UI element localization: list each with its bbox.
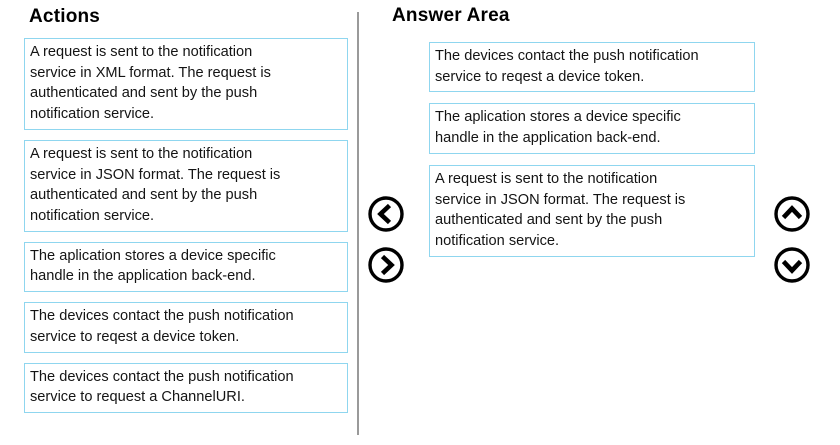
circle-chevron-left-icon	[368, 196, 404, 232]
move-down-button[interactable]	[773, 246, 811, 284]
action-line: The devices contact the push notificatio…	[30, 368, 294, 385]
action-item-store-handle[interactable]: The aplication stores a device specific …	[24, 241, 348, 293]
move-right-button[interactable]	[367, 246, 405, 284]
action-line: A request is sent to the notification	[30, 44, 253, 60]
answer-line: handle in the application back-end.	[435, 130, 661, 147]
circle-chevron-right-icon	[368, 247, 404, 283]
action-item-device-token[interactable]: The devices contact the push notificatio…	[24, 302, 348, 353]
action-line: A request is sent to the notification	[30, 145, 253, 162]
actions-list: A request is sent to the notification se…	[24, 38, 348, 414]
answer-line: notification service.	[435, 233, 560, 250]
action-item-json-request[interactable]: A request is sent to the notification se…	[24, 139, 348, 232]
action-line: authenticated and sent by the push	[30, 187, 258, 204]
action-line: service to reqest a device token.	[30, 328, 240, 345]
answer-item-json-request[interactable]: A request is sent to the notification se…	[429, 164, 755, 257]
action-line: service to request a ChannelURI.	[30, 389, 245, 406]
move-up-button[interactable]	[773, 195, 811, 233]
action-item-channeluri[interactable]: The devices contact the push notificatio…	[24, 362, 348, 414]
answer-line: service to reqest a device token.	[435, 68, 645, 85]
action-line: The devices contact the push notificatio…	[30, 308, 294, 325]
answer-line: The devices contact the push notificatio…	[435, 48, 699, 64]
action-line: service in XML format. The request is	[30, 64, 271, 81]
move-left-button[interactable]	[367, 195, 405, 233]
answer-line: The aplication stores a device specific	[435, 109, 681, 126]
answer-line: A request is sent to the notification	[435, 170, 658, 187]
action-line: service in JSON format. The request is	[30, 166, 281, 183]
circle-chevron-up-icon	[774, 196, 810, 232]
answer-item-store-handle[interactable]: The aplication stores a device specific …	[429, 103, 755, 154]
action-line: notification service.	[30, 208, 155, 225]
action-line: The aplication stores a device specific	[30, 247, 276, 264]
column-divider	[357, 12, 359, 435]
action-line: notification service.	[30, 106, 155, 123]
answer-line: authenticated and sent by the push	[435, 212, 663, 229]
action-line: handle in the application back-end.	[30, 268, 256, 285]
actions-column-title: Actions	[29, 6, 101, 27]
action-item-xml-request[interactable]: A request is sent to the notification se…	[24, 38, 348, 130]
answer-area-column-title: Answer Area	[392, 5, 510, 26]
answer-item-device-token[interactable]: The devices contact the push notificatio…	[429, 42, 755, 93]
answer-area-list: The devices contact the push notificatio…	[429, 42, 755, 268]
action-line: authenticated and sent by the push	[30, 85, 258, 102]
circle-chevron-down-icon	[774, 247, 810, 283]
answer-line: service in JSON format. The request is	[435, 191, 686, 208]
